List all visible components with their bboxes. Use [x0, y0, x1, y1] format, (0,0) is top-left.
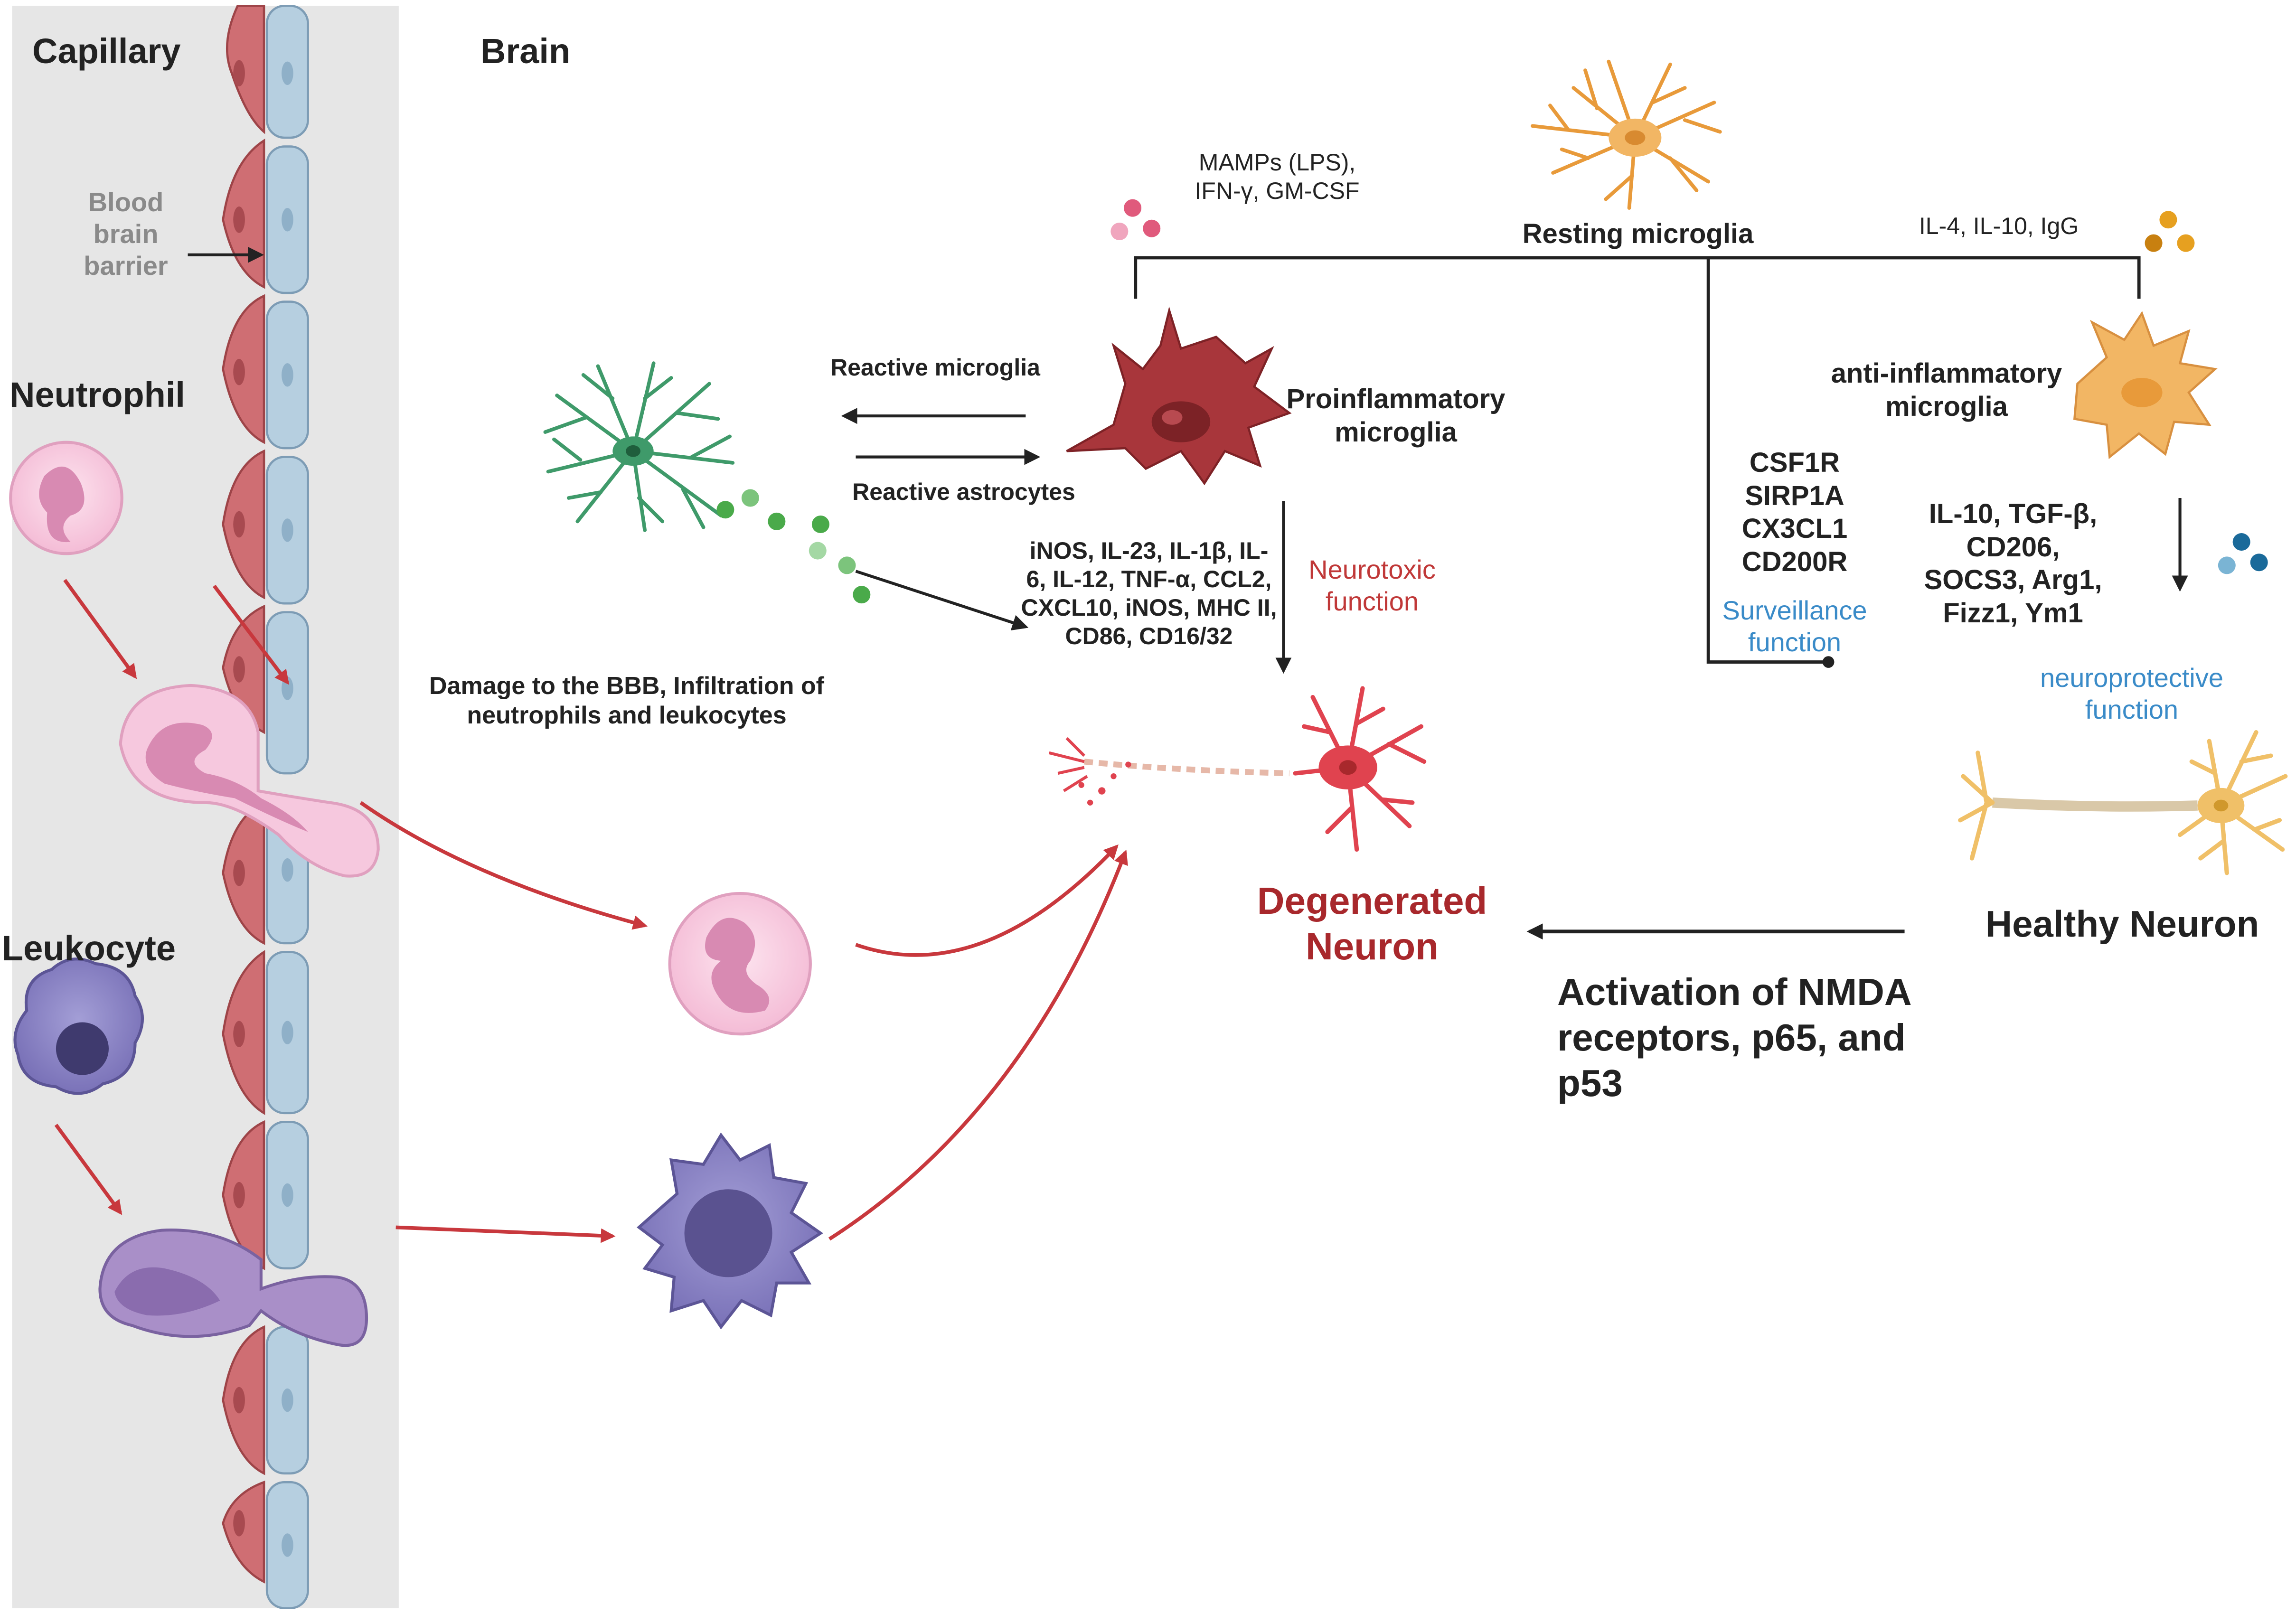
- anti-inflammatory-signals: [2218, 533, 2268, 574]
- il4-label: IL-4, IL-10, IgG: [1919, 213, 2079, 239]
- surveillance-end-dot: [1822, 656, 1835, 668]
- damage-bbb-label: Damage to the BBB, Infiltration of neutr…: [429, 672, 824, 730]
- blue-cell-nuclei: [282, 61, 293, 1557]
- degenerated-neuron-label: Degenerated Neuron: [1257, 880, 1487, 967]
- anti-inflammatory-microglia-cell: [2073, 311, 2218, 460]
- degenerated-neuron: [1048, 686, 1427, 852]
- neuroprotective-function-label: neuroprotective function: [2040, 663, 2223, 725]
- mamps-label: MAMPs (LPS), IFN-γ, GM-CSF: [1195, 149, 1360, 204]
- transmigrating-leukocyte: [98, 1229, 368, 1347]
- infiltrated-neutrophil: [668, 891, 812, 1036]
- anti-inflammatory-markers: IL-10, TGF-β, CD206, SOCS3, Arg1, Fizz1,…: [1924, 498, 2102, 629]
- brain-label: Brain: [480, 31, 571, 71]
- proinflammatory-markers: iNOS, IL-23, IL-1β, IL-6, IL-12, TNF-α, …: [1021, 537, 1277, 649]
- astrocyte-cell: [543, 361, 735, 532]
- resting-microglia-cell: [1531, 59, 1722, 210]
- neutrophil-cell: [9, 441, 123, 555]
- surveillance-markers: CSF1R SIRP1A CX3CL1 CD200R: [1741, 447, 1848, 577]
- reactive-astrocytes-label: Reactive astrocytes: [852, 479, 1075, 505]
- capillary-label: Capillary: [32, 31, 181, 71]
- endothelial-wall: [222, 5, 309, 1609]
- leukocyte-migration-arrow: [54, 1124, 122, 1215]
- il4-signals: [2145, 211, 2195, 252]
- microglia-branch-tree: [1134, 256, 2141, 664]
- astrocyte-to-markers-arrow: [855, 570, 1029, 630]
- neutrophil-migration-arrow: [63, 579, 137, 679]
- astrocyte-signals: [716, 489, 871, 604]
- anti-inflammatory-label: anti-inflammatory microglia: [1831, 358, 2062, 422]
- neutrophil-to-neuron-arrow: [855, 844, 1119, 957]
- neurotoxic-function-label: Neurotoxic function: [1308, 554, 1436, 617]
- transmigrating-neutrophil: [119, 684, 380, 878]
- red-cell-nuclei: [233, 60, 245, 1537]
- resting-microglia-label: Resting microglia: [1522, 218, 1754, 249]
- bbb-label: Blood brain barrier: [84, 187, 168, 281]
- mamps-signals: [1110, 199, 1161, 240]
- healthy-neuron-label: Healthy Neuron: [1985, 903, 2259, 945]
- proinflammatory-label: Proinflammatory microglia: [1286, 384, 1506, 448]
- leukocyte-to-neuron-arrow: [828, 849, 1128, 1241]
- healthy-neuron: [1958, 730, 2288, 875]
- leukocyte-infiltration-arrow: [395, 1225, 616, 1243]
- neutrophil-infiltration-arrow: [359, 801, 648, 930]
- neutrophil-label: Neutrophil: [9, 375, 185, 414]
- surveillance-function-label: Surveillance function: [1722, 595, 1867, 657]
- reactive-microglia-label: Reactive microglia: [830, 354, 1040, 381]
- infiltrated-leukocyte: [636, 1132, 823, 1330]
- nmda-activation-label: Activation of NMDA receptors, p65, and p…: [1557, 971, 1910, 1104]
- proinflammatory-microglia-cell: [1066, 306, 1292, 486]
- neutrophil-migration-arrow-2: [213, 584, 290, 685]
- leukocyte-cell: [13, 957, 144, 1095]
- leukocyte-label: Leukocyte: [2, 929, 176, 968]
